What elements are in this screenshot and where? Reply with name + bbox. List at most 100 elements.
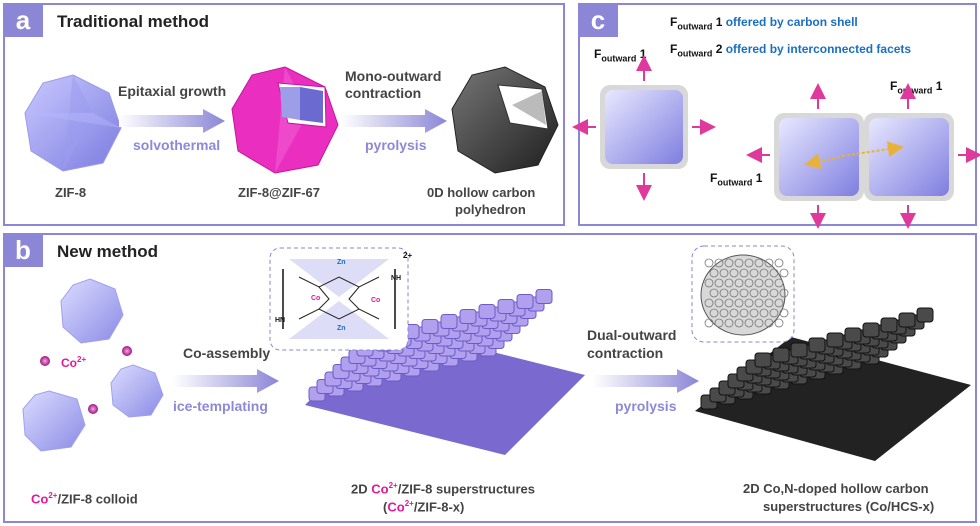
block [459,309,477,324]
block [916,307,934,323]
block [772,347,790,363]
cage-pore [744,318,754,328]
step2-bottom-label: pyrolysis [365,137,427,153]
cage-pore [724,298,734,308]
hollow-carbon-polyhedron [451,66,559,174]
cage-pore [709,288,719,298]
panel-c: c Foutward 1 offered by carbon shell Fou… [572,3,980,229]
cage-pore [749,288,759,298]
cage-pore [714,258,724,268]
label-hollow-1: 0D hollow carbon [427,185,536,200]
co-ion-label: Co2+ [61,355,87,370]
cage-pore [739,268,749,278]
cage-pore [729,268,739,278]
colloid-label: Co2+/ZIF-8 colloid [31,491,138,507]
force-label-bottom-left: Foutward 1 [710,171,763,188]
cage-pore [759,268,769,278]
zif8-superstructure [305,289,585,455]
zif8-polyhedron [24,74,122,172]
cage-pore [774,278,784,288]
legend-1: Foutward 1 offered by carbon shell [670,15,858,32]
panel-a: a Traditional method Epitaxial growth so… [3,3,565,226]
cage-pore [724,278,734,288]
inset-co-right: Co [371,297,381,304]
cage-pore [729,288,739,298]
block [478,304,496,319]
cage-pore [754,258,764,268]
cage-pore [754,318,764,328]
cage-pore [734,318,744,328]
cage-pore [739,288,749,298]
panel-a-title: Traditional method [57,12,210,31]
panel-c-tag: c [578,3,618,37]
cage-pore [724,318,734,328]
block [421,319,439,334]
block [898,312,916,328]
inset-zn-top: Zn [337,259,346,266]
arrow-dual-outward [593,369,699,393]
carbon-superstructure [695,307,971,461]
block [844,327,862,343]
inset-charge: 2+ [403,251,413,260]
block [790,342,808,358]
cage-pore [714,318,724,328]
cage-pore [754,298,764,308]
cage-pore [729,308,739,318]
carbon-label-2: superstructures (Co/HCS-x) [763,499,935,514]
block [497,299,515,314]
cage-pore [744,258,754,268]
step1-bottom-label: solvothermal [133,137,221,153]
cage-pore [724,258,734,268]
zif8-zif67-polyhedron [231,66,339,174]
block [440,314,458,329]
cage-pore [759,308,769,318]
panel-b: b New method Co2+ Co2+/ZIF-8 colloid Co-… [3,233,977,523]
block [826,332,844,348]
cage-pore [704,298,714,308]
cage-pore [709,268,719,278]
cage-pore [704,318,714,328]
block [754,352,772,368]
dual-outward-label-1: Dual-outward [587,327,677,343]
label-hollow-2: polyhedron [455,202,526,217]
ice-templating-label: ice-templating [173,398,268,414]
cage-pore [704,278,714,288]
cage-pore [779,308,789,318]
dual-outward-label-2: contraction [587,345,664,361]
cage-pore [734,258,744,268]
co-assembly-label: Co-assembly [183,345,271,361]
cage-pore [734,298,744,308]
block [516,294,534,309]
cage-pore [759,288,769,298]
arrow-co-assembly [173,369,279,393]
cage-pore [744,298,754,308]
step2-top-label-1: Mono-outward [345,68,442,84]
cage-pore [744,278,754,288]
label-zif8: ZIF-8 [55,185,87,200]
cage-pore [719,268,729,278]
cage-pore [719,308,729,318]
hollow-cage-inset [691,245,795,343]
cage-pore [719,288,729,298]
cage-pore [749,308,759,318]
block [808,337,826,353]
cage-pore [764,318,774,328]
label-zif8-zif67: ZIF-8@ZIF-67 [238,185,321,200]
panel-b-tag: b [3,233,43,267]
cage-pore [769,288,779,298]
force-label-left: Foutward 1 [594,47,647,64]
carbon-label-1: 2D Co,N-doped hollow carbon [743,481,929,496]
inset-hn: HN [275,317,286,324]
superstructure-label-1: 2D Co2+/ZIF-8 superstructures [351,481,535,497]
cage-pore [749,268,759,278]
inset-nh: NH [391,275,402,282]
legend-2: Foutward 2 offered by interconnected fac… [670,42,912,59]
pyrolysis-b-label: pyrolysis [615,398,677,414]
cage-pore [774,318,784,328]
superstructure-label-2: (Co2+/ZIF-8-x) [383,499,465,515]
inset-co-left: Co [311,295,321,302]
cage-pore [764,298,774,308]
cage-pore [779,268,789,278]
panel-b-title: New method [57,242,159,261]
cage-pore [739,308,749,318]
